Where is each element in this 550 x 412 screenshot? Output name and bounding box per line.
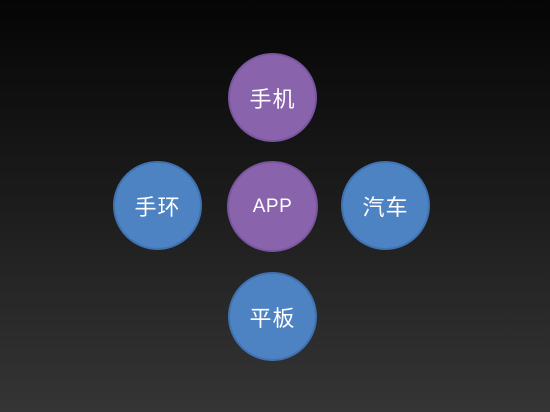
node-phone: 手机 [228,53,317,142]
node-app-label: APP [252,195,293,217]
node-tablet-label: 平板 [249,306,296,332]
node-phone-label: 手机 [249,87,296,113]
node-band: 手环 [113,161,202,250]
node-band-label: 手环 [134,195,181,221]
node-car: 汽车 [341,161,430,250]
node-car-label: 汽车 [362,195,409,221]
node-app: APP [227,161,318,252]
node-tablet: 平板 [228,272,317,361]
